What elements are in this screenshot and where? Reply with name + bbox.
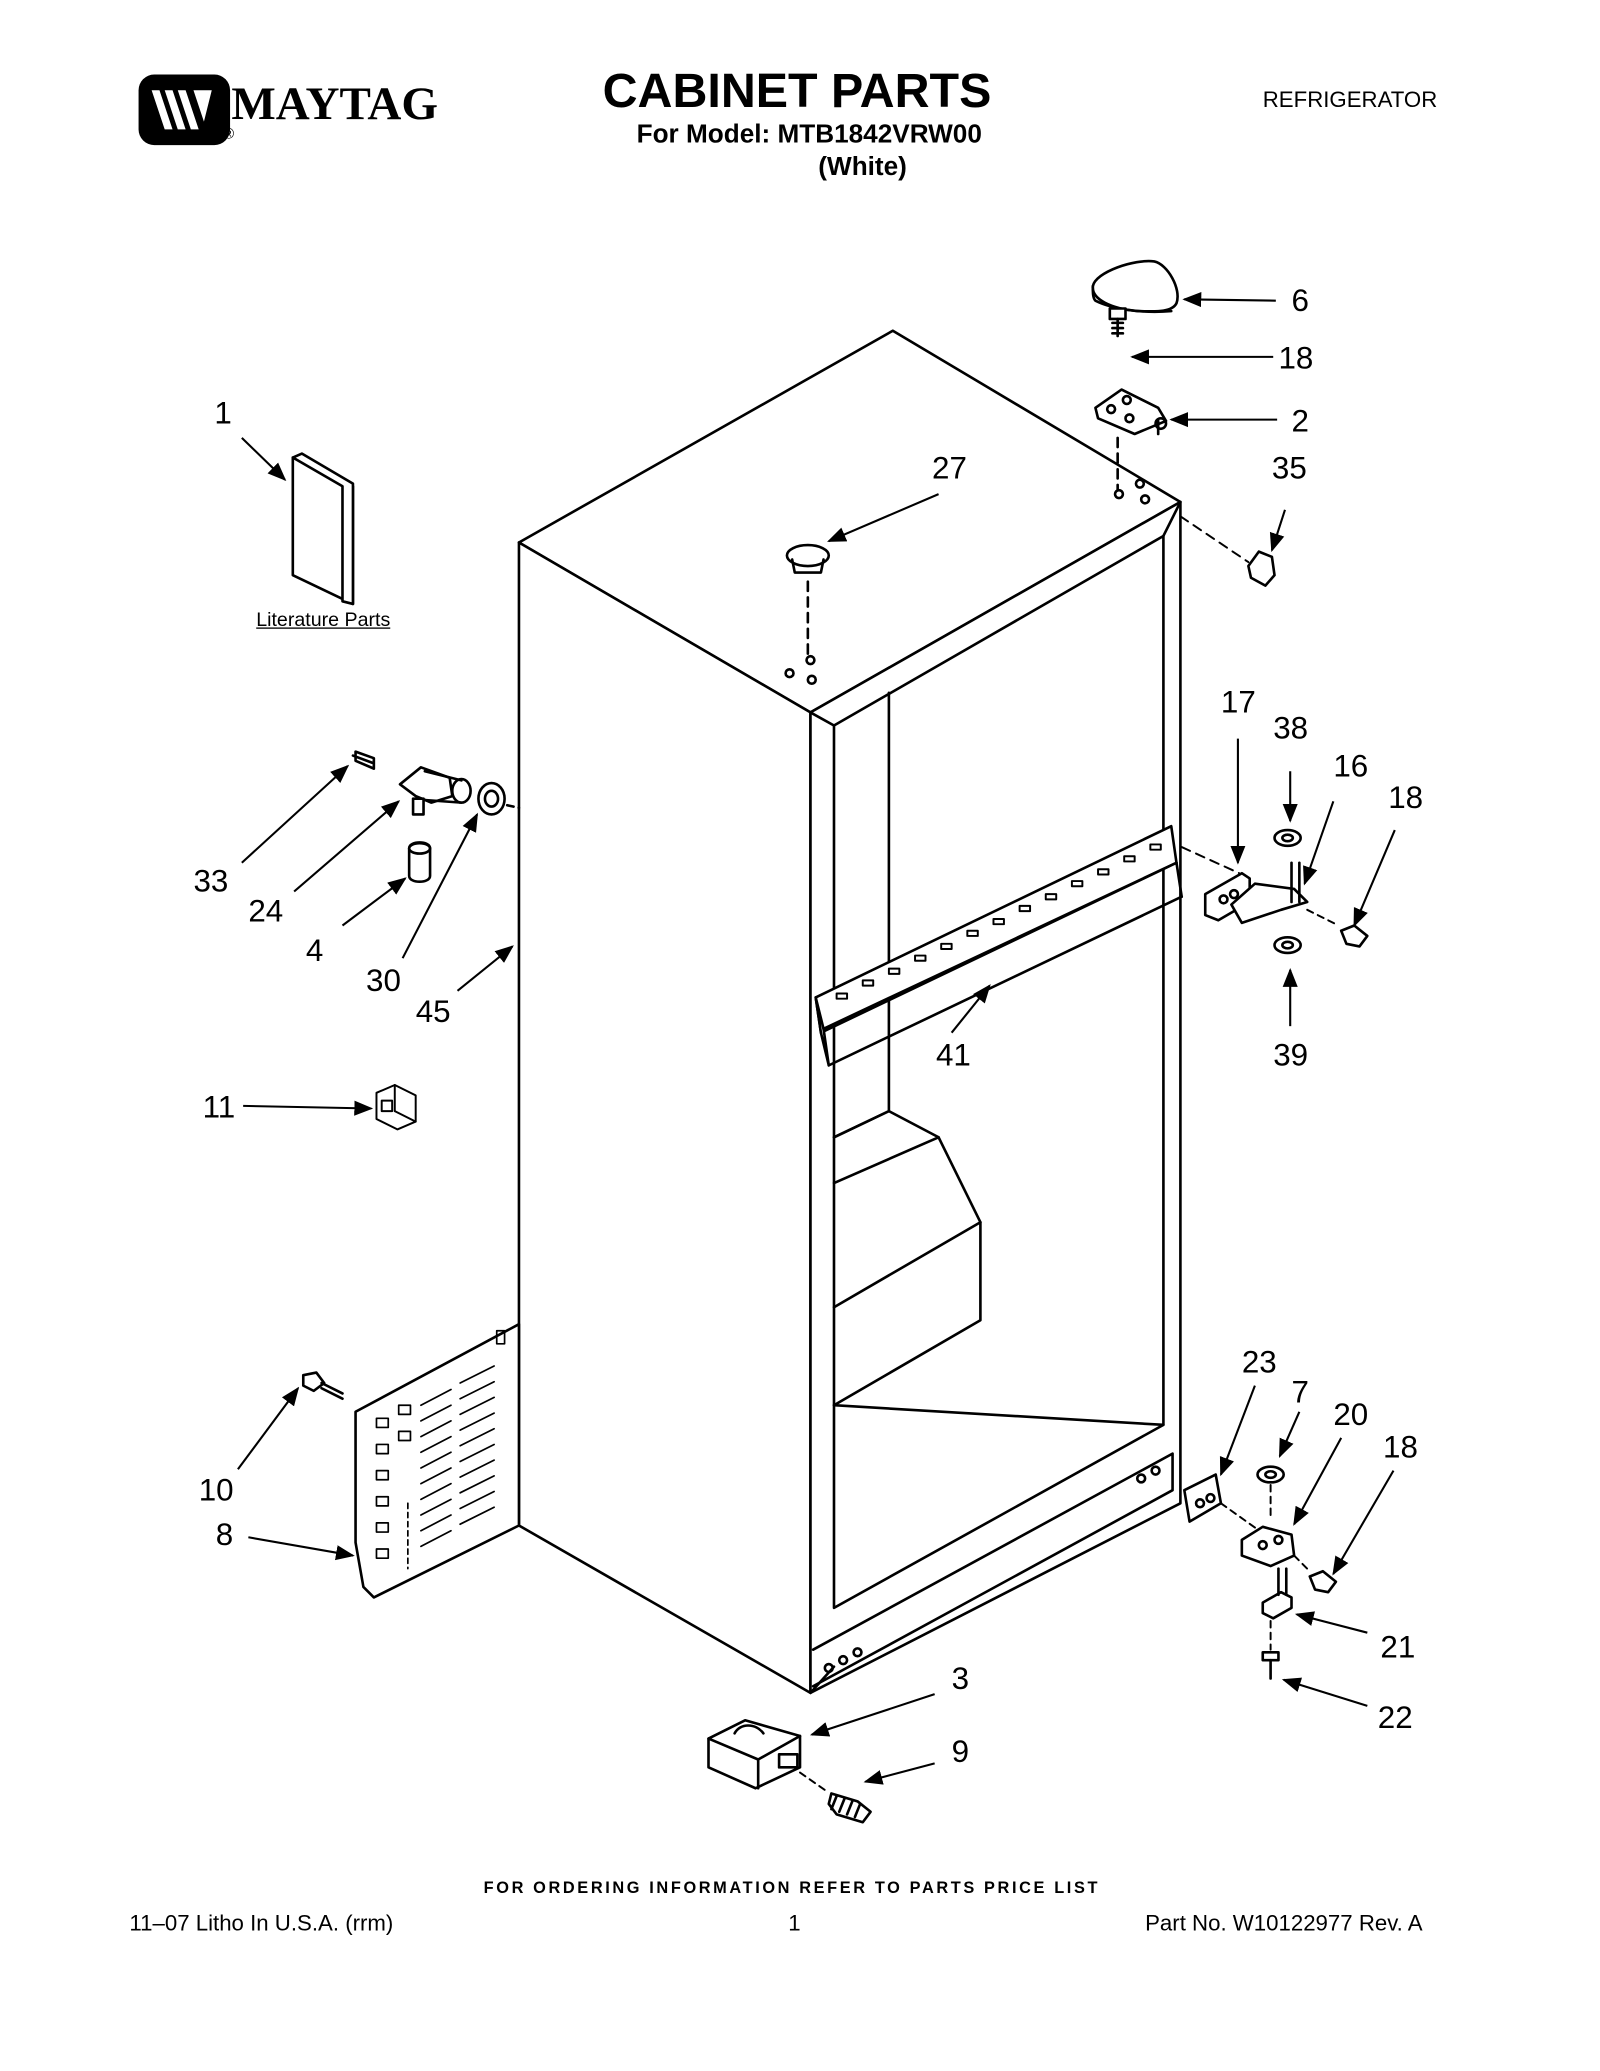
page-title: CABINET PARTS	[602, 64, 992, 118]
callout-41: 41	[936, 1037, 971, 1072]
callout-18-middle: 18	[1388, 780, 1423, 815]
ordering-note: FOR ORDERING INFORMATION REFER TO PARTS …	[483, 1878, 1101, 1897]
rear-access-panel	[354, 1322, 521, 1599]
bottom-hinge-assembly	[1183, 1465, 1338, 1680]
callout-7: 7	[1292, 1375, 1309, 1410]
callout-17: 17	[1221, 684, 1256, 719]
callout-22: 22	[1378, 1700, 1413, 1735]
wire-clip	[375, 1083, 417, 1131]
brand-name: MAYTAG	[231, 76, 438, 131]
color-line: (White)	[818, 152, 907, 182]
left-hinge-assembly	[351, 750, 521, 884]
callout-45: 45	[416, 994, 451, 1029]
screw-top	[1108, 307, 1127, 338]
refrigerator-cabinet	[517, 329, 1184, 1695]
callout-6: 6	[1292, 283, 1309, 318]
callout-10: 10	[199, 1473, 234, 1508]
callout-27: 27	[932, 450, 967, 485]
callout-3: 3	[952, 1661, 969, 1696]
callout-2: 2	[1292, 403, 1309, 438]
panel-screw	[301, 1371, 344, 1401]
callout-11: 11	[203, 1090, 236, 1125]
page-number: 1	[788, 1911, 801, 1936]
callout-numbers: 1 6 18 2 27 35 17 38 16 18 33 24 4 30 45…	[193, 283, 1423, 1769]
callout-35: 35	[1272, 450, 1307, 485]
mullion-bar	[814, 824, 1184, 1067]
callout-24: 24	[248, 894, 283, 929]
callout-8: 8	[216, 1517, 233, 1552]
callout-39: 39	[1273, 1037, 1308, 1072]
model-line: For Model: MTB1842VRW00	[636, 120, 982, 150]
callout-30: 30	[366, 963, 401, 998]
brand-wordmark: MAYTAG	[231, 77, 438, 130]
callout-4: 4	[306, 933, 323, 968]
callout-9: 9	[952, 1734, 969, 1769]
hinge-cover	[1091, 259, 1179, 314]
callout-21: 21	[1380, 1630, 1415, 1665]
registered-mark: ®	[223, 126, 235, 143]
callout-18-top: 18	[1278, 341, 1313, 376]
callout-33: 33	[193, 864, 228, 899]
literature-parts-booklet	[291, 452, 355, 606]
callout-38: 38	[1273, 711, 1308, 746]
leveling-screw	[799, 1771, 872, 1824]
callout-20: 20	[1333, 1397, 1368, 1432]
top-plug	[785, 543, 831, 655]
roller-bracket	[707, 1718, 802, 1790]
maytag-logo-icon	[138, 74, 231, 146]
top-hinge	[1094, 388, 1168, 436]
center-hinge-assembly	[1180, 828, 1369, 955]
callout-18-bottom: 18	[1383, 1430, 1418, 1465]
callout-16: 16	[1333, 748, 1368, 783]
part-number: Part No. W10122977 Rev. A	[1145, 1911, 1423, 1936]
callout-1: 1	[214, 396, 231, 431]
hinge-cap	[1179, 515, 1276, 587]
product-type: REFRIGERATOR	[1262, 87, 1438, 113]
literature-parts-label: Literature Parts	[256, 609, 391, 632]
leader-lines	[237, 292, 1396, 1785]
litho-line: 11–07 Litho In U.S.A. (rrm)	[129, 1911, 394, 1936]
callout-23: 23	[1242, 1345, 1277, 1380]
